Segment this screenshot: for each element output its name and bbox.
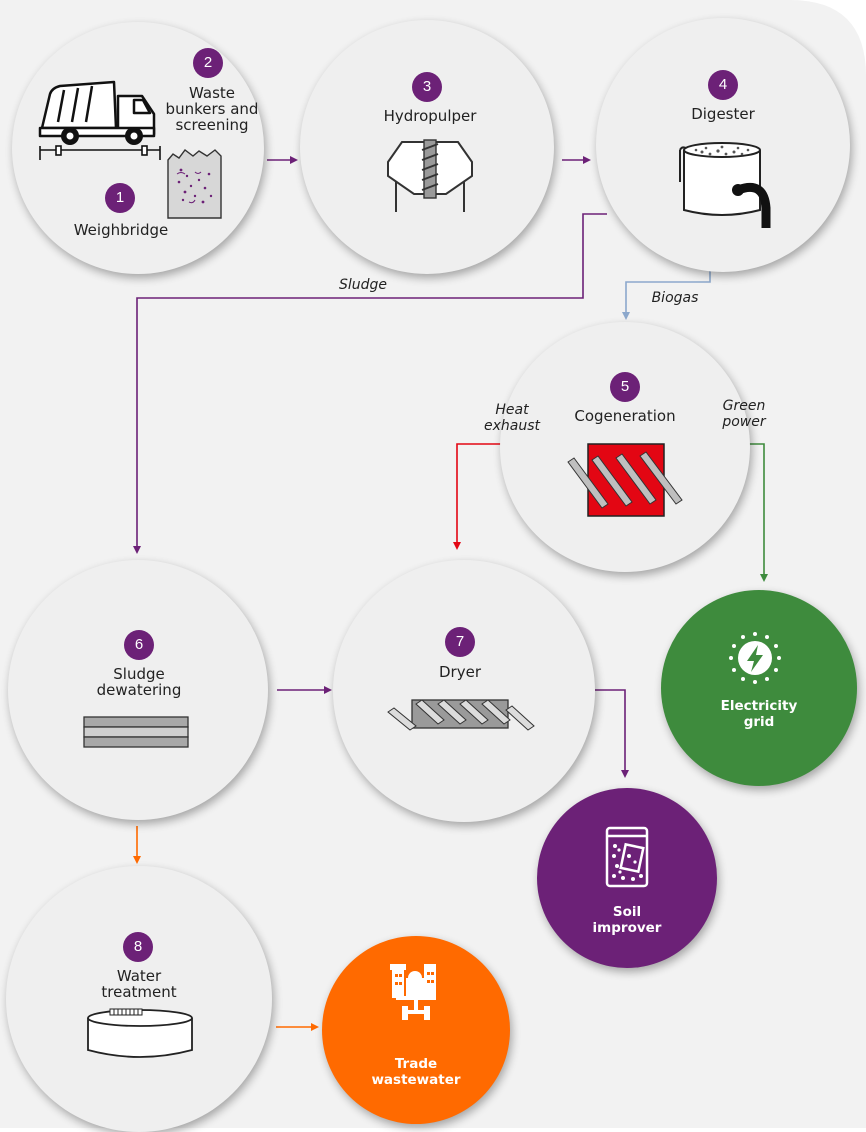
step-badge-3: 3 — [412, 72, 442, 102]
step-badge-6: 6 — [124, 630, 154, 660]
step-label-4: Digester — [691, 105, 755, 123]
step-label-6: Sludge dewatering — [96, 665, 182, 699]
step-badge-4: 4 — [708, 70, 738, 100]
output-label-electricity: Electricity grid — [720, 698, 798, 730]
arrow-7-to-soil — [595, 689, 629, 778]
dewatering-press-icon — [83, 716, 189, 748]
output-label-soil: Soil improver — [592, 904, 662, 936]
step-label-5: Cogeneration — [574, 407, 676, 425]
factory-pipe-icon — [390, 964, 436, 1020]
step-badge-2: 2 — [193, 48, 223, 78]
soil-bag-icon — [605, 826, 649, 888]
dryer-screw-icon — [387, 699, 535, 731]
step-label-3: Hydropulper — [383, 107, 477, 125]
output-trade-wastewater — [322, 936, 510, 1124]
output-electricity-grid — [661, 590, 857, 786]
step-badge-7: 7 — [445, 627, 475, 657]
step-badge-5: 5 — [610, 372, 640, 402]
flow-label-green-power: Green power — [722, 398, 766, 430]
step-label-7: Dryer — [439, 663, 481, 681]
step-circle-7 — [333, 560, 595, 822]
hydropulper-icon — [387, 139, 473, 212]
step-circle-8 — [6, 866, 272, 1132]
garbage-truck-icon — [38, 80, 161, 160]
lightning-bolt-icon — [729, 632, 781, 684]
arrow-sludge — [133, 213, 607, 554]
arrow-biogas — [622, 270, 711, 320]
digester-tank-icon — [679, 142, 771, 228]
flow-label-sludge: Sludge — [338, 277, 388, 293]
flow-label-biogas: Biogas — [651, 290, 699, 306]
step-circle-6 — [8, 560, 268, 820]
waste-bunker-icon — [167, 149, 222, 219]
step-label-2: Waste bunkers and screening — [165, 84, 259, 134]
step-label-1: Weighbridge — [73, 221, 169, 239]
cogeneration-unit-icon — [567, 443, 683, 517]
flow-label-heat-exhaust: Heat exhaust — [483, 402, 540, 434]
output-label-wastewater: Trade wastewater — [371, 1056, 461, 1088]
step-badge-8: 8 — [123, 932, 153, 962]
output-soil-improver — [537, 788, 717, 968]
water-tank-icon — [87, 1008, 193, 1058]
step-badge-1: 1 — [105, 183, 135, 213]
step-label-8: Water treatment — [101, 967, 177, 1001]
